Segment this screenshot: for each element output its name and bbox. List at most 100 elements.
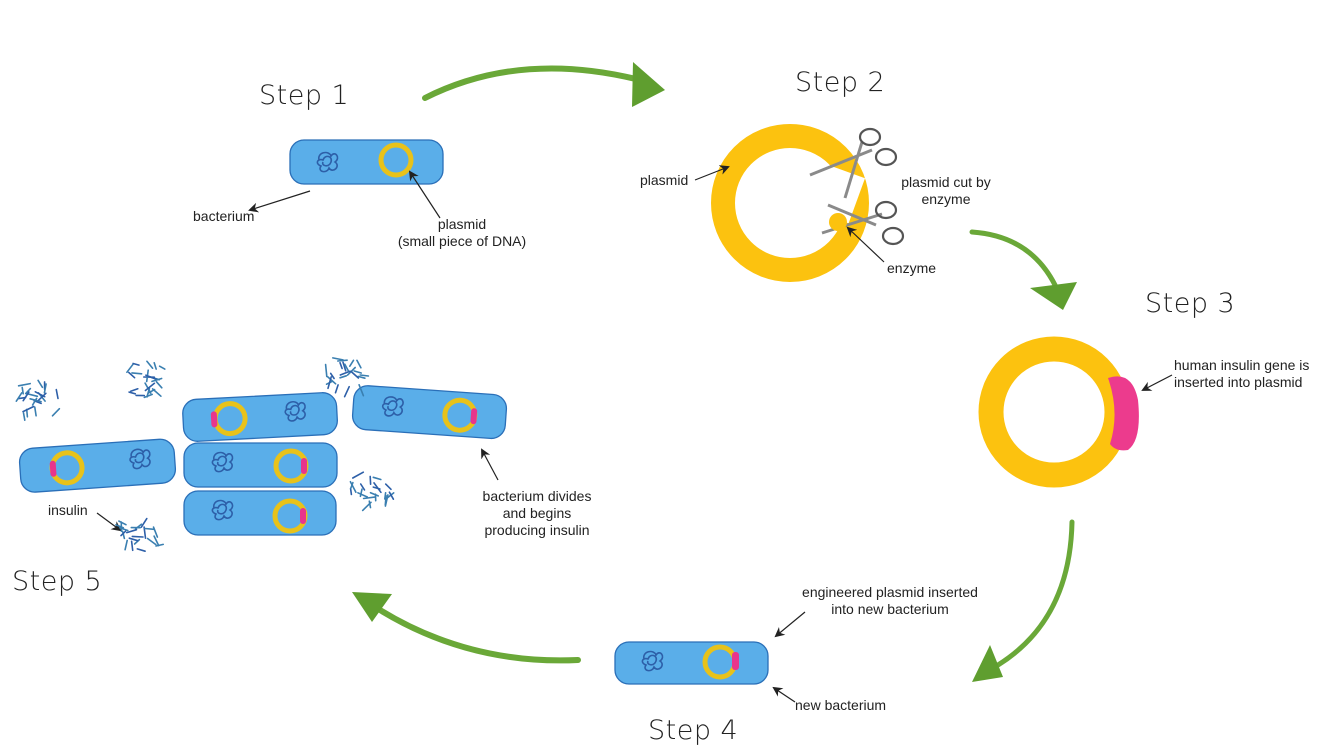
insulin-molecule: [339, 370, 351, 376]
insulin-molecule: [362, 496, 376, 500]
insulin-molecule: [373, 482, 382, 494]
insulin-molecule: [143, 526, 147, 540]
insulin-molecule: [334, 384, 339, 394]
insulin-molecule: [126, 363, 134, 374]
insulin-molecule: [37, 379, 44, 389]
label-new-bacterium: new bacterium: [795, 697, 887, 713]
insulin-molecule: [55, 388, 59, 400]
insulin-molecule: [359, 483, 366, 491]
insulin-molecule: [22, 405, 35, 413]
pointer-arrow: [408, 170, 441, 219]
insulin-molecule: [155, 380, 163, 389]
insulin-molecule: [349, 487, 353, 496]
step5-bacterium-right: [351, 385, 508, 440]
label-bacterium-divides: bacterium divides and begins producing i…: [462, 488, 612, 539]
label-insulin-gene: human insulin gene is inserted into plas…: [1174, 357, 1309, 391]
insulin-molecule: [350, 370, 360, 379]
label-plasmid-line2: (small piece of DNA): [397, 233, 527, 249]
step5-title: Step 5: [12, 566, 103, 597]
insulin-molecule: [349, 480, 357, 494]
green-arrow-3-to-4: [972, 519, 1075, 682]
pointer-arrow: [248, 190, 311, 213]
insulin-molecule: [343, 363, 350, 372]
insulin-molecule: [130, 540, 134, 552]
insulin-molecule: [124, 539, 128, 551]
green-arrow-1-to-2: [422, 62, 665, 107]
label-plasmid: plasmid (small piece of DNA): [382, 216, 542, 250]
insulin-molecule: [132, 362, 140, 366]
insulin-molecule: [329, 372, 335, 380]
label-engineered-line1: engineered plasmid inserted: [802, 584, 978, 600]
insulin-molecule: [331, 357, 344, 361]
insulin-molecule: [128, 371, 136, 379]
step1-bacterium: [289, 139, 444, 185]
insulin-molecule: [21, 386, 25, 395]
scissors-icon: [809, 127, 905, 246]
step2-plasmid: [711, 124, 869, 282]
insulin-molecule: [372, 476, 382, 481]
insulin-molecule: [359, 374, 370, 377]
insulin-molecule: [357, 375, 366, 380]
insulin-molecule: [126, 528, 138, 534]
insulin-molecule: [146, 360, 154, 370]
label-divides-line1: bacterium divides: [482, 488, 592, 504]
insulin-molecule: [128, 391, 137, 395]
pointer-arrow: [1141, 374, 1173, 391]
insulin-molecule: [153, 361, 157, 370]
label-engineered-plasmid: engineered plasmid inserted into new bac…: [770, 584, 1010, 618]
label-bacterium: bacterium: [193, 208, 255, 224]
insulin-molecule: [158, 365, 166, 370]
insulin-molecule: [351, 471, 365, 479]
insulin-molecule: [388, 491, 395, 501]
insulin-molecule: [153, 535, 160, 547]
insulin-molecule: [359, 488, 363, 498]
insulin-molecule: [118, 526, 129, 532]
label-engineered-line2: into new bacterium: [831, 601, 949, 617]
label-plasmid-step2: plasmid: [640, 172, 689, 188]
insulin-molecule: [146, 537, 157, 546]
pointer-arrow: [481, 448, 499, 481]
insulin-molecule: [24, 387, 32, 395]
insulin-molecule: [353, 370, 363, 374]
step5-bacterium-left: [18, 438, 177, 493]
insulin-molecule: [343, 385, 351, 398]
insulin-molecule: [339, 374, 348, 379]
insulin-molecule: [121, 530, 126, 540]
label-plasmid-cut-line1: plasmid cut by: [901, 174, 991, 190]
insulin-molecule: [31, 397, 38, 406]
insulin-molecule: [349, 481, 354, 490]
insulin-molecule: [358, 383, 365, 397]
pointer-arrow: [846, 226, 885, 263]
insulin-molecule: [384, 494, 389, 507]
insulin-molecule: [327, 376, 333, 390]
label-insulin-gene-line2: inserted into plasmid: [1174, 374, 1303, 390]
insulin-molecule: [22, 412, 26, 422]
insulin-molecule: [22, 391, 30, 402]
step5-bacterium-top: [182, 392, 338, 442]
insulin-molecule: [383, 491, 387, 500]
insulin-molecule: [145, 374, 158, 381]
pointer-arrow: [774, 611, 806, 638]
insulin-molecule: [368, 500, 372, 509]
insulin-molecule: [356, 359, 362, 369]
pointer-arrow: [772, 686, 796, 703]
insulin-molecule: [339, 361, 343, 370]
step4-title: Step 4: [648, 715, 739, 746]
insulin-molecule: [131, 535, 144, 538]
pointer-arrow: [694, 165, 730, 181]
insulin-molecule: [43, 383, 47, 394]
insulin-molecule: [33, 406, 37, 417]
insulin-molecule: [118, 520, 127, 526]
insulin-molecule: [143, 393, 153, 399]
insulin-molecule: [357, 491, 369, 498]
insulin-molecule: [326, 376, 337, 385]
green-arrow-4-to-5: [352, 592, 581, 664]
insulin-molecule: [51, 407, 61, 417]
step5-bacterium-bottom: [183, 490, 337, 536]
insulin-molecule: [140, 517, 148, 529]
insulin-molecule: [144, 527, 155, 531]
label-enzyme: enzyme: [887, 260, 937, 276]
insulin-molecule: [348, 359, 355, 368]
step1-title: Step 1: [259, 80, 350, 111]
